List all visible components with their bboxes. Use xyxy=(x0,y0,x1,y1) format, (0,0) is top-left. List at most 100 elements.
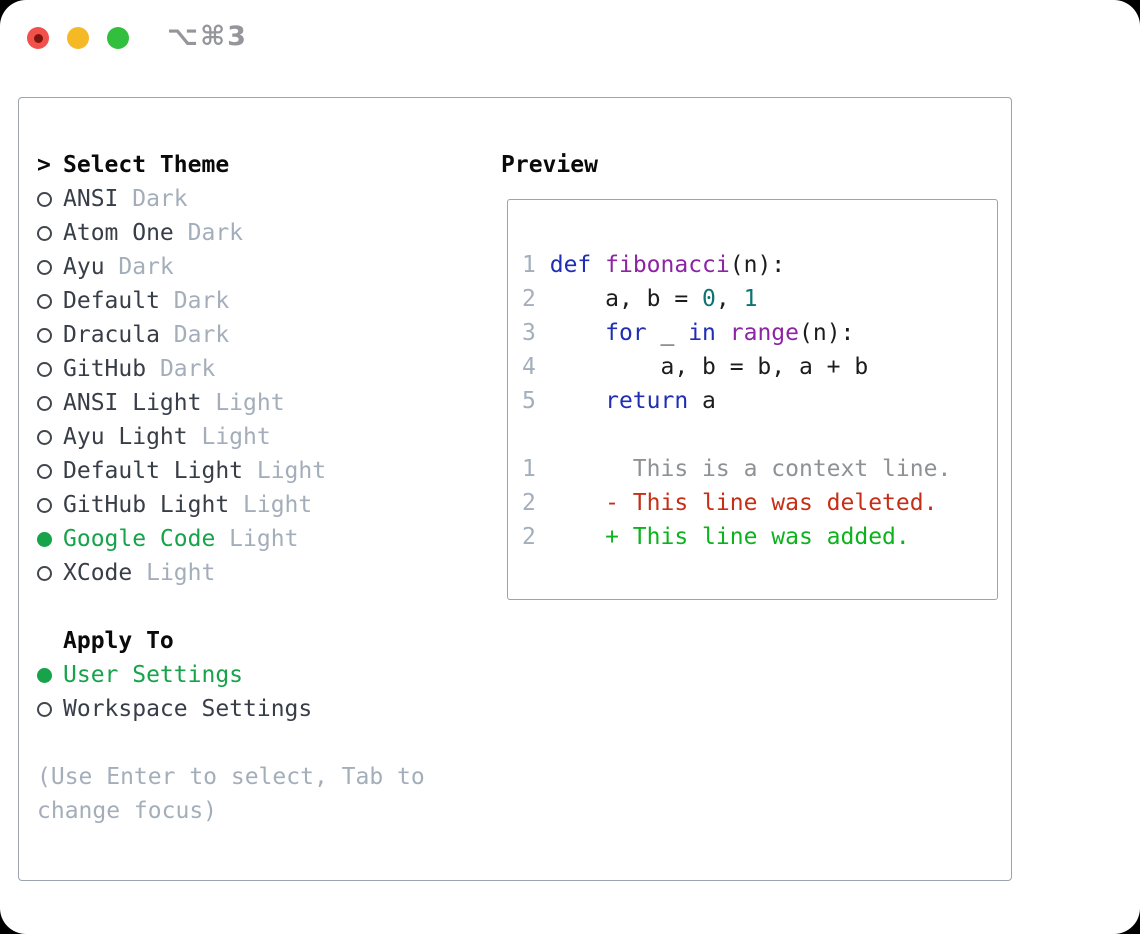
spacer-row xyxy=(37,590,489,624)
theme-option-github[interactable]: GitHub Dark xyxy=(37,352,489,386)
code-segment: fibonacci xyxy=(605,252,730,278)
diff-line: 1 This is a context line. xyxy=(522,452,997,486)
radio-unselected-icon xyxy=(37,293,52,309)
code-line: 1 def fibonacci(n): xyxy=(522,248,997,282)
code-line: 2 a, b = 0, 1 xyxy=(522,282,997,316)
radio-unselected-icon xyxy=(37,565,52,581)
diff-line: 2 + This line was added. xyxy=(522,520,997,554)
code-segment: + This line was added. xyxy=(549,524,910,550)
code-line: 3 for _ in range(n): xyxy=(522,316,997,350)
theme-option-ayu[interactable]: Ayu Dark xyxy=(37,250,489,284)
code-segment: 1 xyxy=(743,286,758,312)
line-number: 5 xyxy=(522,388,536,414)
theme-name: XCode xyxy=(63,560,133,586)
theme-variant: Light xyxy=(132,560,216,586)
theme-variant: Dark xyxy=(173,220,244,246)
radio-gutter xyxy=(37,327,63,343)
radio-gutter xyxy=(37,463,63,479)
radio-unselected-icon xyxy=(37,497,52,513)
code-segment: a, b = xyxy=(549,286,703,312)
theme-variant: Dark xyxy=(118,186,188,212)
theme-name: Atom One xyxy=(63,220,174,246)
theme-variant: Light xyxy=(215,526,299,552)
close-button-dot xyxy=(33,33,43,43)
apply-option-workspace-settings[interactable]: Workspace Settings xyxy=(37,692,489,726)
help-text: (Use Enter to select, Tab to change focu… xyxy=(37,764,425,824)
apply-option-label: Workspace Settings xyxy=(63,696,313,722)
theme-name: GitHub Light xyxy=(63,492,230,518)
radio-gutter xyxy=(37,395,63,411)
close-button[interactable] xyxy=(27,27,49,49)
code-segment xyxy=(550,320,605,346)
code-segment: in xyxy=(688,320,716,346)
apply-to-title: Apply To xyxy=(63,628,174,654)
radio-unselected-icon xyxy=(37,429,52,445)
theme-option-label: Ayu Dark xyxy=(63,250,174,284)
line-number: 1 xyxy=(522,456,536,482)
theme-name: Default xyxy=(63,288,160,314)
theme-option-label: Default Light Light xyxy=(63,454,326,488)
code-segment: (n): xyxy=(799,320,855,346)
theme-option-label: GitHub Light Light xyxy=(63,488,312,522)
radio-gutter xyxy=(37,361,63,377)
theme-option-atom-one[interactable]: Atom One Dark xyxy=(37,216,489,250)
theme-name: GitHub xyxy=(63,356,147,382)
radio-gutter xyxy=(37,225,63,241)
apply-option-label: User Settings xyxy=(63,662,244,688)
theme-option-label: Ayu Light Light xyxy=(63,420,271,454)
theme-variant: Light xyxy=(229,492,313,518)
apply-option-user-settings[interactable]: User Settings xyxy=(37,658,489,692)
zoom-button[interactable] xyxy=(107,27,129,49)
radio-gutter xyxy=(37,701,63,717)
theme-option-label: ANSI Dark xyxy=(63,182,188,216)
radio-unselected-icon xyxy=(37,395,52,411)
spacer-row xyxy=(37,726,489,760)
radio-gutter xyxy=(37,429,63,445)
code-segment: a xyxy=(688,388,716,414)
diff-preview: 1 This is a context line. 2 - This line w… xyxy=(522,452,997,554)
theme-variant: Dark xyxy=(159,288,230,314)
code-segment: range xyxy=(729,320,800,346)
theme-option-xcode[interactable]: XCode Light xyxy=(37,556,489,590)
radio-unselected-icon xyxy=(37,327,52,343)
theme-option-github-light[interactable]: GitHub Light Light xyxy=(37,488,489,522)
theme-option-dracula[interactable]: Dracula Dark xyxy=(37,318,489,352)
radio-gutter xyxy=(37,293,63,309)
theme-option-google-code[interactable]: Google Code Light xyxy=(37,522,489,556)
selection-prompt-icon: > xyxy=(37,152,51,178)
spacer-row xyxy=(522,418,997,452)
radio-gutter xyxy=(37,497,63,513)
theme-option-label: ANSI Light Light xyxy=(63,386,285,420)
theme-option-ansi-light[interactable]: ANSI Light Light xyxy=(37,386,489,420)
theme-option-default-light[interactable]: Default Light Light xyxy=(37,454,489,488)
radio-unselected-icon xyxy=(37,361,52,377)
radio-selected-icon xyxy=(37,667,52,683)
code-segment: 0 xyxy=(702,286,716,312)
code-segment xyxy=(591,252,605,278)
select-theme-header: > Select Theme xyxy=(37,148,489,182)
theme-option-ansi[interactable]: ANSI Dark xyxy=(37,182,489,216)
apply-to-header: Apply To xyxy=(37,624,489,658)
line-number: 2 xyxy=(522,286,536,312)
code-segment: (n): xyxy=(729,252,786,278)
radio-gutter xyxy=(37,667,63,683)
theme-option-label: Dracula Dark xyxy=(63,318,229,352)
line-number: 2 xyxy=(522,524,536,550)
theme-variant: Dark xyxy=(146,356,216,382)
radio-gutter xyxy=(37,565,63,581)
code-segment: , xyxy=(715,286,744,312)
line-number: 1 xyxy=(522,252,536,278)
line-number: 4 xyxy=(522,354,536,380)
theme-name: Dracula xyxy=(63,322,160,348)
minimize-button[interactable] xyxy=(67,27,89,49)
code-segment: This is a context line. xyxy=(549,456,952,482)
code-segment: a, b = b, a + b xyxy=(549,354,869,380)
theme-option-ayu-light[interactable]: Ayu Light Light xyxy=(37,420,489,454)
code-segment: - This line was deleted. xyxy=(549,490,938,516)
theme-name: Google Code xyxy=(63,526,216,552)
code-line: 5 return a xyxy=(522,384,997,418)
theme-option-default[interactable]: Default Dark xyxy=(37,284,489,318)
